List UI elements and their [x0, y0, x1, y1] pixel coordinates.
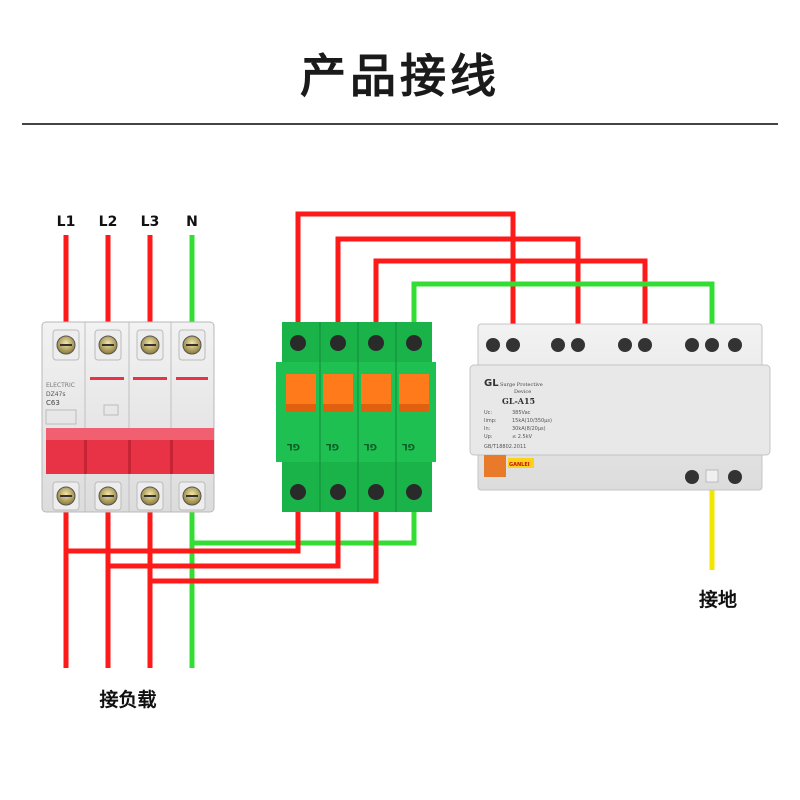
spd-qr-code [484, 455, 506, 477]
spd-name-line2: Device [514, 389, 531, 395]
spd-ground-terminal-a [685, 470, 699, 484]
wire-l1-switch [66, 495, 301, 554]
switch-logo-3: GL [364, 441, 377, 451]
label-l1: L1 [57, 214, 76, 230]
spd-spec-imp-val: 15kA(10/350μs) [512, 418, 552, 424]
label-l2: L2 [99, 214, 118, 230]
switch-handle-3 [361, 374, 391, 404]
spd-qr-label: GANLEI [509, 462, 530, 468]
wire-n-spd [411, 281, 715, 345]
wire-l3-spd [373, 258, 648, 345]
wire-l2-switch [108, 495, 341, 569]
switch-handle-4 [399, 374, 429, 404]
surge-protective-device: GL Surge Protective Device GL-A15 Uc: 38… [469, 323, 771, 491]
spd-spec-uc-val: 385Vac [512, 410, 531, 416]
wire-l2-spd [335, 236, 581, 345]
breaker-model: DZ47s [46, 391, 66, 398]
breaker-top-terminals [52, 329, 206, 361]
breaker-bottom-terminals [52, 481, 206, 511]
spd-spec-imp: Iimp: [484, 418, 497, 424]
spd-spec-in: In: [484, 426, 491, 432]
circuit-breaker: ELECTRIC DZ47s C63 [41, 321, 215, 513]
spd-logo: GL [484, 378, 499, 389]
spd-spec-up: Up: [484, 434, 493, 440]
spd-ground-terminal-b [728, 470, 742, 484]
spd-spec-up-val: ≤ 2.5kV [512, 434, 533, 440]
wire-l3-switch [150, 495, 379, 584]
breaker-rating: C63 [46, 399, 60, 407]
label-n: N [186, 214, 198, 230]
isolation-switch: GL GL GL GL [276, 322, 436, 512]
label-load: 接负载 [99, 688, 156, 711]
spd-spec-uc: Uc: [484, 410, 492, 416]
title-divider [22, 123, 778, 125]
spd-top-terminals [486, 338, 742, 352]
spd-standard: GB/T18802.2011 [484, 444, 526, 450]
switch-logo-4: GL [402, 441, 415, 451]
label-l3: L3 [141, 214, 160, 230]
label-ground: 接地 [699, 588, 737, 611]
breaker-brand: ELECTRIC [46, 382, 75, 389]
wire-l1-spd [295, 211, 516, 345]
spd-spec-in-val: 30kA(8/20μs) [512, 426, 546, 432]
spd-model: GL-A15 [502, 396, 535, 406]
switch-to-spd-wires [295, 211, 715, 345]
switch-handle-1 [286, 374, 316, 404]
switch-handle-2 [323, 374, 353, 404]
switch-logo-2: GL [326, 441, 339, 451]
input-wires [63, 235, 195, 335]
switch-logo-1: GL [287, 441, 300, 451]
page-title: 产品接线 [300, 49, 500, 103]
spd-name-line1: Surge Protective [500, 382, 543, 388]
